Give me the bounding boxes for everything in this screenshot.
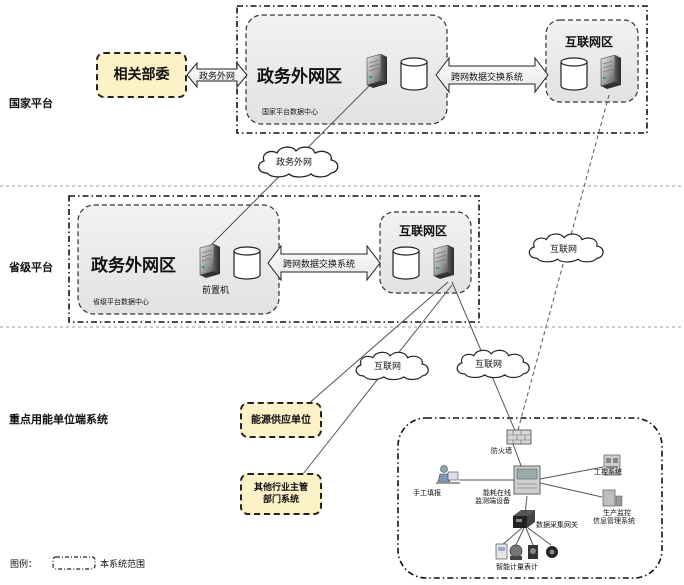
industry-dept-label-line1: 其他行业主管 xyxy=(253,483,308,493)
database-icon xyxy=(400,57,428,91)
legend-swatch xyxy=(52,556,96,570)
industry-dept-box: 其他行业主管 部门系统 xyxy=(240,473,322,515)
national-data-center-label: 国家平台数据中心 xyxy=(262,108,318,116)
enterprise-system-boundary xyxy=(397,417,663,579)
meter-icon xyxy=(495,543,508,560)
provincial-gov-zone-title: 政务外网区 xyxy=(91,256,176,276)
tier-label-provincial: 省级平台 xyxy=(9,261,53,274)
production-mgmt-icon xyxy=(602,489,623,507)
provincial-exchange-arrow xyxy=(267,244,381,282)
related-ministries-box: 相关部委 xyxy=(96,52,187,98)
provincial-system-boundary xyxy=(68,195,480,323)
monitoring-device-label-line2: 监测端设备 xyxy=(475,497,510,505)
database-icon xyxy=(392,246,420,280)
server-icon xyxy=(366,54,388,88)
national-exchange-arrow xyxy=(435,56,549,94)
gateway-label: 数据采集网关 xyxy=(536,521,578,529)
manual-report-icon xyxy=(436,465,460,484)
database-icon xyxy=(233,246,261,280)
industry-dept-label-line2: 部门系统 xyxy=(262,495,299,505)
national-internet-zone-title: 互联网区 xyxy=(565,35,614,49)
firewall-label: 防火墙 xyxy=(491,447,512,455)
cloud-internet-b-label: 互联网 xyxy=(475,360,503,370)
meter-icon xyxy=(546,546,558,558)
tier-label-national: 国家平台 xyxy=(9,97,53,110)
gov-link-label: 政务外网 xyxy=(199,72,236,82)
cloud-gov-net-label: 政务外网 xyxy=(276,158,313,168)
national-system-boundary xyxy=(236,5,648,134)
legend-text: 本系统范围 xyxy=(100,560,146,570)
provincial-data-center-label: 省级平台数据中心 xyxy=(93,298,149,306)
meter-icon xyxy=(509,544,523,560)
connection-lines xyxy=(210,73,610,546)
control-system-icon xyxy=(603,454,621,476)
provincial-exchange-label: 跨网数据交换系统 xyxy=(283,260,356,270)
gov-link-arrow xyxy=(186,61,248,89)
production-mgmt-label-line2: 信息管理系统 xyxy=(593,517,635,525)
legend-prefix: 图例： xyxy=(10,560,38,570)
meter-icon xyxy=(528,545,538,559)
control-system-label: 工控系统 xyxy=(594,468,622,476)
national-gov-zone-title: 政务外网区 xyxy=(257,67,342,87)
production-mgmt-label-line1: 生产监控 xyxy=(603,509,631,517)
database-icon xyxy=(560,57,588,91)
firewall-icon xyxy=(506,429,532,445)
server-icon xyxy=(199,244,221,278)
national-exchange-label: 跨网数据交换系统 xyxy=(451,73,524,83)
energy-supply-label: 能源供应单位 xyxy=(251,414,311,426)
related-ministries-label: 相关部委 xyxy=(113,66,170,83)
cloud-internet-right-label: 互联网 xyxy=(550,245,578,255)
gateway-icon xyxy=(513,510,535,528)
energy-supply-box: 能源供应单位 xyxy=(240,402,322,438)
provincial-internet-zone-title: 互联网区 xyxy=(399,224,448,238)
front-server-label: 前置机 xyxy=(202,286,230,296)
server-icon xyxy=(600,55,622,89)
server-icon xyxy=(433,245,455,279)
meters-label: 智能计量表计 xyxy=(496,563,538,571)
cloud-internet-a-label: 互联网 xyxy=(374,362,402,372)
tier-label-enterprise: 重点用能单位端系统 xyxy=(9,413,108,426)
monitoring-device-label-line1: 能耗在线 xyxy=(483,489,511,497)
monitoring-device-icon xyxy=(513,465,541,495)
manual-report-label: 手工填报 xyxy=(413,489,441,497)
